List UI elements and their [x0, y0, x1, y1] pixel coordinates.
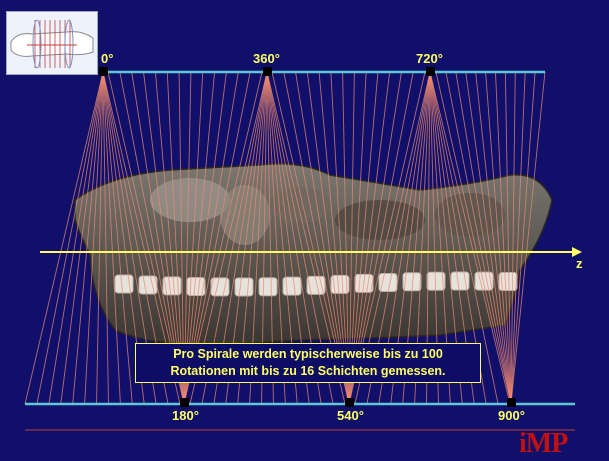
caption-line-2: Rotationen mit bis zu 16 Schichten gemes…: [136, 363, 480, 380]
tube-marker-360: [263, 67, 272, 76]
tube-marker-720: [426, 67, 435, 76]
ct-organ: [220, 185, 270, 245]
tube-marker-900: [507, 398, 516, 407]
vertebra: [235, 278, 253, 296]
thumb-body-silhouette: [11, 32, 93, 57]
ct-organ: [150, 178, 230, 222]
vertebra: [259, 278, 277, 296]
vertebra: [379, 273, 397, 291]
angle-label-180: 180°: [172, 408, 199, 423]
angle-label-900: 900°: [498, 408, 525, 423]
tube-marker-540: [345, 398, 354, 407]
angle-label-0: 0°: [101, 51, 113, 66]
tube-marker-180: [180, 398, 189, 407]
angle-label-360: 360°: [253, 51, 280, 66]
angle-label-540: 540°: [337, 408, 364, 423]
caption-box: Pro Spirale werden typischerweise bis zu…: [135, 343, 481, 383]
z-axis-label: z: [576, 256, 583, 271]
scanner-thumbnail: [6, 11, 98, 75]
tube-marker-0: [99, 67, 108, 76]
angle-label-720: 720°: [416, 51, 443, 66]
imp-logo: iMP: [519, 428, 567, 460]
caption-line-1: Pro Spirale werden typischerweise bis zu…: [136, 346, 480, 363]
